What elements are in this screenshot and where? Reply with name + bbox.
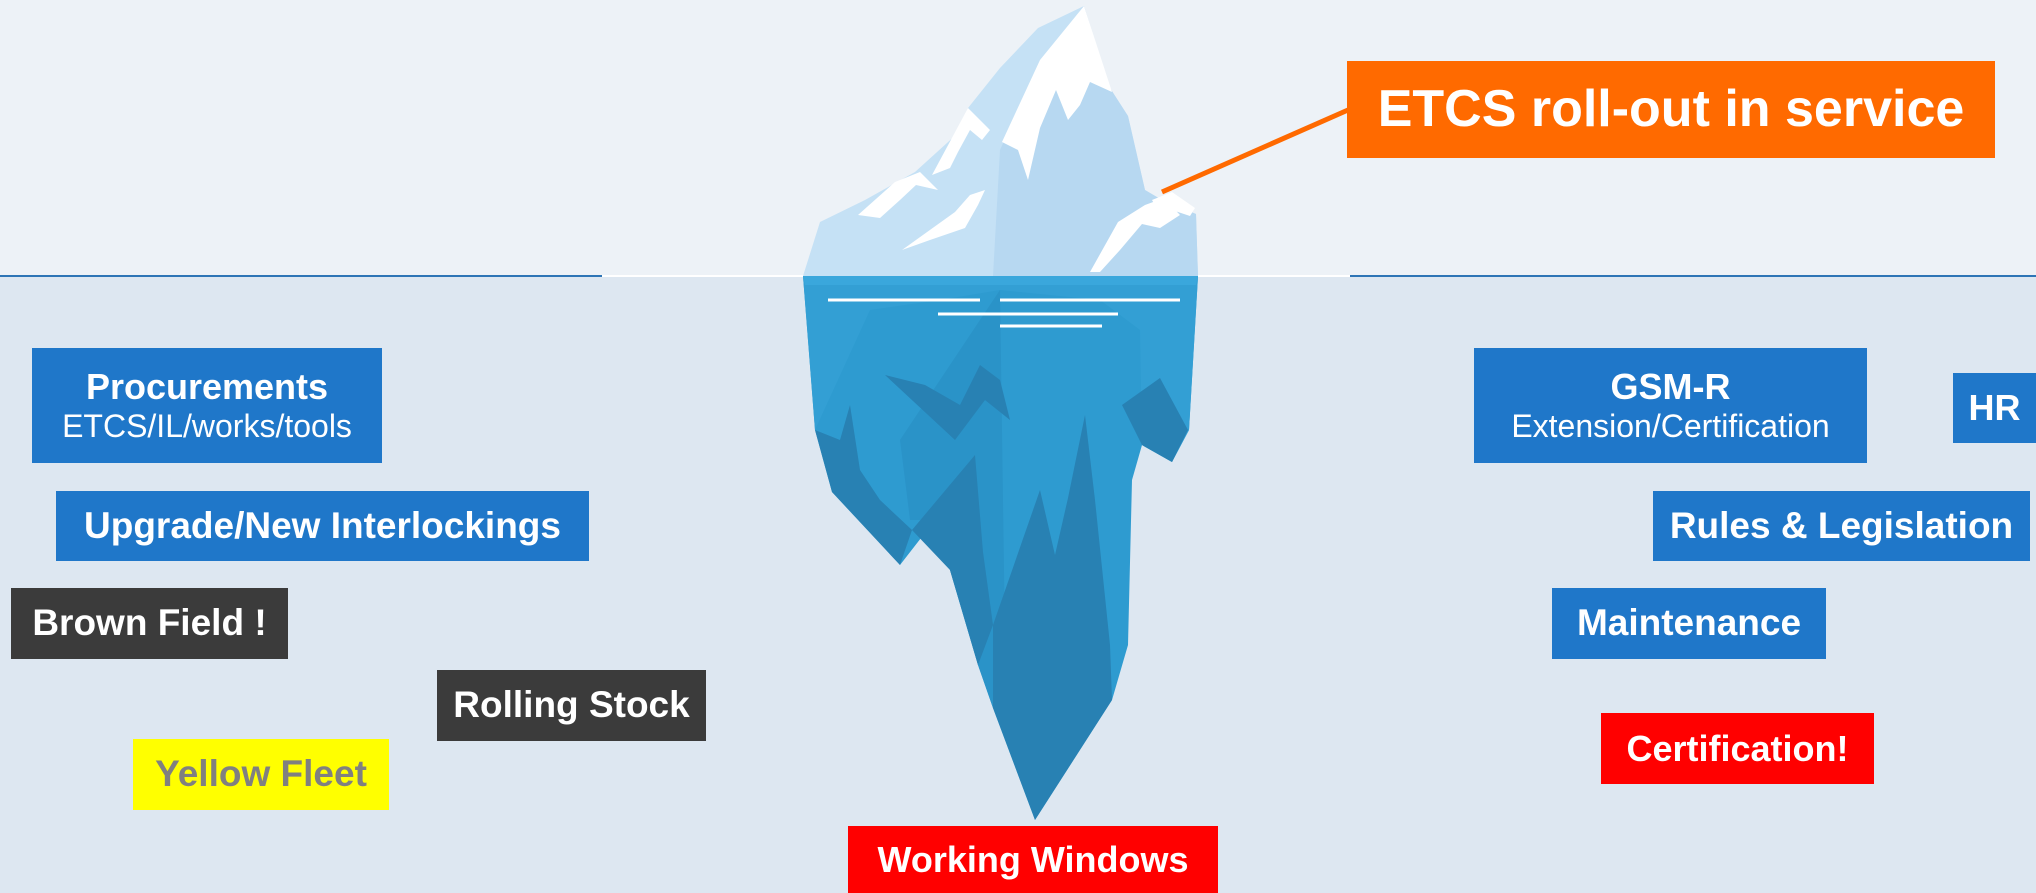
hr-box: HR [1953, 373, 2036, 443]
maintenance-label: Maintenance [1576, 602, 1802, 644]
certification-box: Certification! [1601, 713, 1874, 784]
working-windows-label: Working Windows [877, 838, 1189, 880]
procurements-subtitle: ETCS/IL/works/tools [62, 408, 352, 444]
certification-label: Certification! [1626, 727, 1849, 769]
waterline-left [0, 275, 602, 277]
procurements-title: Procurements [85, 365, 329, 407]
brown-field-box: Brown Field ! [11, 588, 288, 659]
interlockings-label: Upgrade/New Interlockings [84, 504, 561, 546]
rolling-stock-label: Rolling Stock [453, 684, 690, 726]
brown-field-label: Brown Field ! [32, 602, 267, 644]
gsmr-title: GSM-R [1610, 365, 1731, 407]
title-callout: ETCS roll-out in service [1347, 61, 1995, 158]
title-text: ETCS roll-out in service [1377, 79, 1965, 138]
iceberg-body [803, 276, 1198, 820]
rules-legislation-box: Rules & Legislation [1653, 491, 2030, 561]
procurements-box: Procurements ETCS/IL/works/tools [32, 348, 382, 463]
rolling-stock-box: Rolling Stock [437, 670, 706, 741]
iceberg-tip [803, 6, 1198, 276]
yellow-fleet-box: Yellow Fleet [133, 739, 389, 810]
maintenance-box: Maintenance [1552, 588, 1826, 659]
hr-label: HR [1968, 387, 2021, 429]
interlockings-box: Upgrade/New Interlockings [56, 491, 589, 561]
working-windows-box: Working Windows [848, 826, 1218, 893]
yellow-fleet-label: Yellow Fleet [155, 753, 367, 795]
waterline-right [1350, 275, 2036, 277]
gsmr-subtitle: Extension/Certification [1511, 408, 1830, 444]
rules-legislation-label: Rules & Legislation [1669, 504, 2014, 546]
callout-connector [1160, 107, 1350, 195]
gsmr-box: GSM-R Extension/Certification [1474, 348, 1867, 463]
